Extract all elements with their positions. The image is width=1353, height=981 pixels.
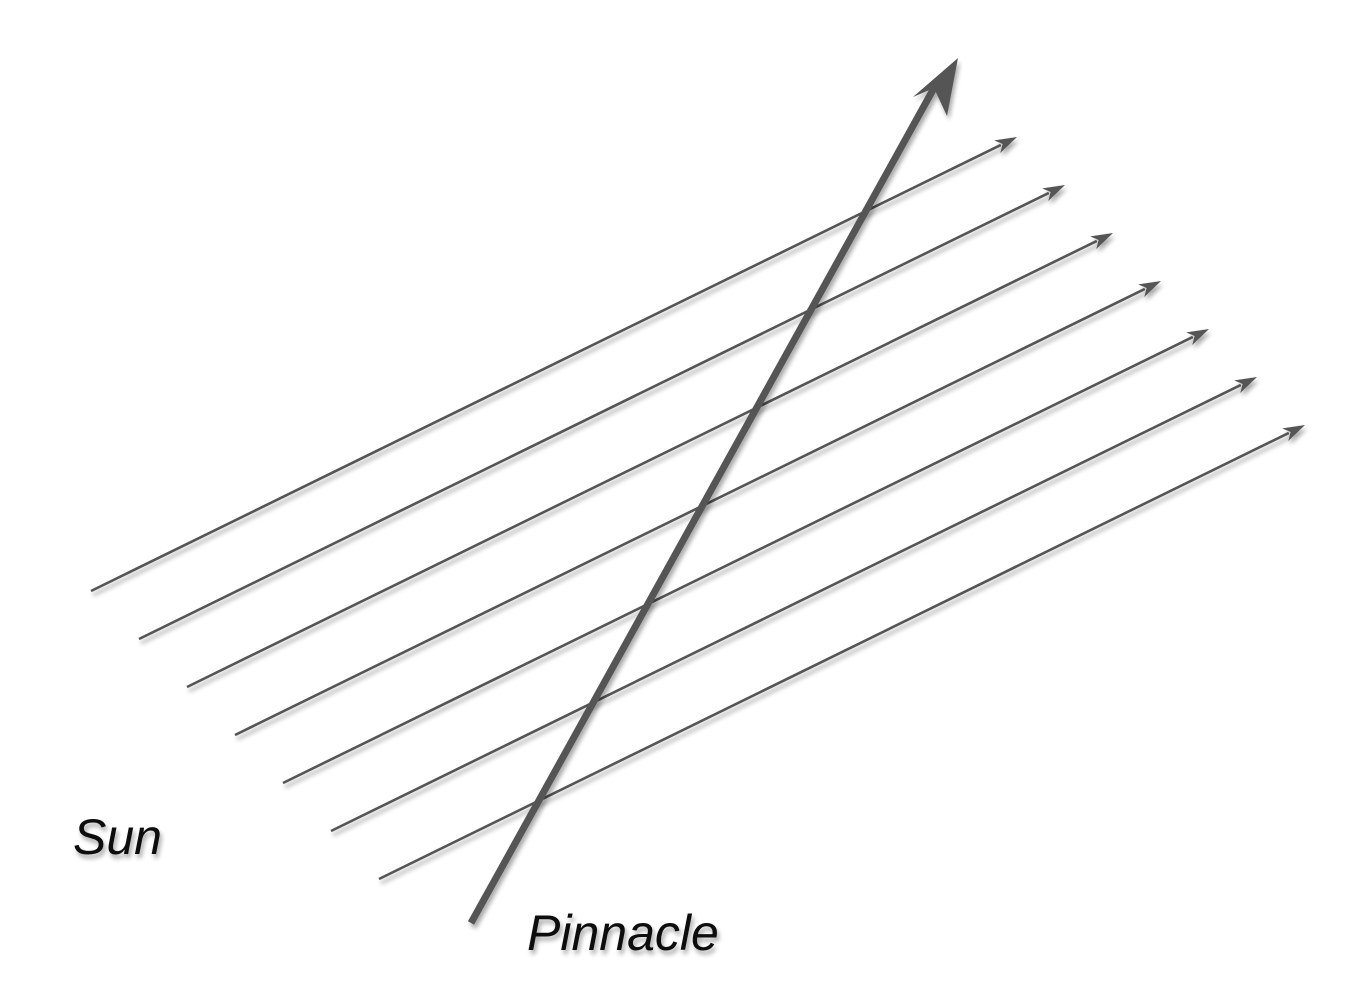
sun-ray-arrowhead-6 — [1234, 377, 1257, 393]
pinnacle-arrow — [467, 58, 958, 925]
sun-rays — [90, 137, 1305, 881]
sun-ray-1 — [90, 143, 1002, 593]
sun-ray-arrowhead-5 — [1186, 329, 1209, 345]
pinnacle-arrowhead — [913, 58, 958, 116]
sun-ray-4 — [234, 287, 1146, 737]
sun-ray-7 — [378, 431, 1290, 881]
sun-ray-2 — [138, 191, 1050, 641]
sun-ray-arrowhead-1 — [994, 137, 1017, 153]
sun-ray-5 — [282, 335, 1194, 785]
sun-ray-arrowhead-7 — [1282, 425, 1305, 441]
pinnacle-label: Pinnacle — [527, 905, 719, 961]
sun-ray-3 — [186, 239, 1098, 689]
sun-ray-arrowhead-4 — [1138, 281, 1161, 297]
sun-ray-arrowhead-3 — [1090, 233, 1113, 249]
sun-label: Sun — [73, 809, 162, 865]
pinnacle-arrow-shaft — [467, 86, 938, 925]
sun-ray-6 — [330, 383, 1242, 833]
sun-ray-arrowhead-2 — [1042, 185, 1065, 201]
